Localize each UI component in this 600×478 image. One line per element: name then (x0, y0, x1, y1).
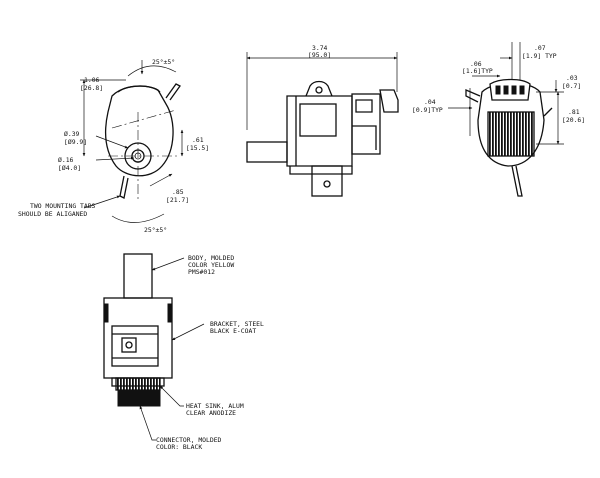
tabs-note-line2: SHOULD BE ALIGANED (18, 210, 87, 218)
dim-85-in: .85 (172, 188, 184, 196)
angle-bottom-label: 25°±5° (144, 226, 167, 234)
angle-top-label: 25°±5° (152, 58, 175, 66)
dim-106-mm: [26.8] (80, 84, 103, 92)
connector-label-2: COLOR: BLACK (156, 443, 202, 451)
body-label-3: PMS#012 (188, 268, 215, 276)
connector-view: .07 [1.9] TYP .06 [1.6]TYP .03 [0.7] .04… (412, 42, 585, 197)
dim-81-mm: [20.6] (562, 116, 585, 124)
dim-61-in: .61 (192, 136, 204, 144)
dim-39-mm: [Ø9.9] (64, 138, 87, 146)
dim-03-in: .03 (566, 74, 578, 82)
dim-374-mm: [95.0] (308, 51, 331, 59)
front-view: BODY, MOLDED COLOR YELLOW PMS#012 BRACKE… (103, 253, 264, 451)
dim-07-mm: [1.9] TYP (522, 52, 557, 60)
dim-81-in: .81 (568, 108, 580, 116)
dim-16-in: Ø.16 (58, 156, 74, 164)
heatsink-label-1: HEAT SINK, ALUM (186, 402, 244, 410)
bracket-label-2: BLACK E-COAT (210, 327, 256, 335)
dim-04-mm: [0.9]TYP (412, 106, 443, 114)
bracket-label-1: BRACKET, STEEL (210, 320, 264, 328)
tabs-note-line1: TWO MOUNTING TABS (30, 202, 96, 210)
heatsink-label-2: CLEAR ANODIZE (186, 409, 236, 417)
body-label-2: COLOR YELLOW (188, 261, 234, 269)
dim-39-in: Ø.39 (64, 130, 80, 138)
side-view: 3.74 [95.0] (246, 44, 399, 197)
dim-07-in: .07 (534, 44, 546, 52)
dim-04-in: .04 (424, 98, 436, 106)
dim-85-mm: [21.7] (166, 196, 189, 204)
dim-06-mm: [1.6]TYP (462, 67, 493, 75)
dim-16-mm: [Ø4.0] (58, 164, 81, 172)
dim-03-mm: [0.7] (562, 82, 581, 90)
connector-label-1: CONNECTOR, MOLDED (156, 436, 222, 444)
dim-374-in: 3.74 (312, 44, 328, 52)
end-view: 25°±5° 1.06 [26.8] Ø.39 [Ø9.9] Ø.16 [Ø4.… (18, 58, 209, 234)
body-label-1: BODY, MOLDED (188, 254, 234, 262)
dim-106-in: 1.06 (84, 76, 100, 84)
dim-61-mm: [15.5] (186, 144, 209, 152)
dim-06-in: .06 (470, 60, 482, 68)
